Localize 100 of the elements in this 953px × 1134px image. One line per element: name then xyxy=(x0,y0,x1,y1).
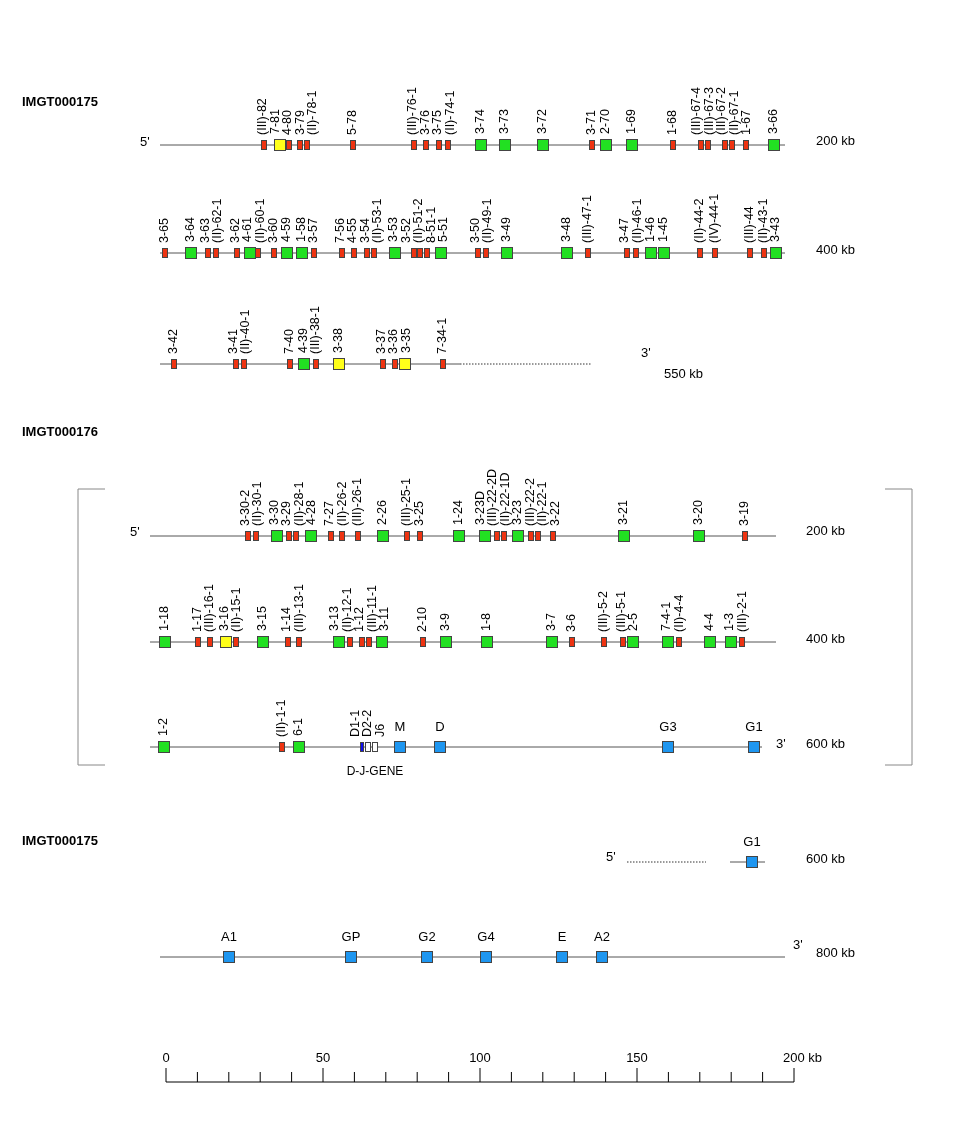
gene-label: 3-15 xyxy=(256,605,269,631)
gene-label: 1-58 xyxy=(294,216,308,242)
map-label: 3' xyxy=(793,937,803,952)
gene-label: 3-30-2 xyxy=(238,489,252,526)
gene-label: 3-23 xyxy=(511,499,524,525)
sequence-id: IMGT000176 xyxy=(22,424,98,439)
gene-label: 3-63 xyxy=(198,217,212,243)
gene-label: 3-41 xyxy=(226,328,240,354)
gene-label: 3-53 xyxy=(387,216,401,242)
gene-label: 1-69 xyxy=(625,108,638,134)
map-label: 200 kb xyxy=(816,133,856,148)
gene-label: (II)-28-1 xyxy=(292,481,306,526)
gene-label: 2-10 xyxy=(416,606,429,632)
gene-label: E xyxy=(557,930,567,944)
gene-label: 3-29 xyxy=(280,500,293,526)
gene-label: 1-2 xyxy=(157,717,170,736)
gene-label: (III)-47-1 xyxy=(581,195,594,243)
gene-label: 3-16 xyxy=(217,605,231,631)
map-label: 200 kb xyxy=(806,523,846,538)
gene-label: (II)-74-1 xyxy=(443,90,457,135)
gene-label: 4-59 xyxy=(280,216,293,242)
gene-label: 3-38 xyxy=(332,327,345,353)
gene-label: 3-30 xyxy=(267,499,281,525)
gene-label: (III)-67-4 xyxy=(690,87,704,135)
map-label: 550 kb xyxy=(664,366,704,381)
gene-label: 3-22 xyxy=(548,500,562,526)
gene-label: 7-56 xyxy=(333,217,347,243)
gene-label: 3-48 xyxy=(560,216,573,242)
sequence-id: IMGT000175 xyxy=(22,94,98,109)
gene-label: (II)-44-2 xyxy=(693,198,706,243)
map-label: 600 kb xyxy=(806,851,846,866)
gene-label: (II)-26-2 xyxy=(335,481,349,526)
gene-label: 4-28 xyxy=(305,499,318,525)
map-label: 400 kb xyxy=(806,631,846,646)
gene-label: 3-6 xyxy=(565,613,578,632)
gene-label: (III)-16-1 xyxy=(203,584,217,632)
gene-label: 2-5 xyxy=(627,612,641,631)
gene-label: (II)-15-1 xyxy=(230,587,244,632)
map-label: 0 xyxy=(162,1050,170,1065)
gene-label: D xyxy=(435,720,445,734)
gene-label: 7-27 xyxy=(323,500,337,526)
gene-label: 1-45 xyxy=(657,216,670,242)
gene-label: 3-19 xyxy=(738,500,751,526)
gene-label: 3-60 xyxy=(267,217,280,243)
gene-label: A2 xyxy=(594,930,610,944)
gene-label: A1 xyxy=(221,930,237,944)
gene-label: 3-20 xyxy=(692,499,705,525)
gene-label: 1-3 xyxy=(723,612,737,631)
gene-label: (II)-40-1 xyxy=(239,309,253,354)
gene-label: (II)-22-1D xyxy=(498,472,512,526)
gene-label: 4-4 xyxy=(703,612,716,631)
gene-label: 3-65 xyxy=(158,217,171,243)
gene-label: (III)-26-1 xyxy=(351,478,364,526)
gene-label: G3 xyxy=(659,720,677,734)
gene-label: (III)-76-1 xyxy=(406,87,419,135)
gene-label: 1-17 xyxy=(190,606,204,632)
gene-label: (II)-51-2 xyxy=(412,198,426,243)
gene-label: GP xyxy=(341,930,361,944)
gene-label: (III)-11-1 xyxy=(365,585,379,632)
gene-label: (III)-5-1 xyxy=(614,591,628,632)
gene-label: (IV)-44-1 xyxy=(708,193,721,243)
gene-label: 5-51 xyxy=(437,216,451,242)
gene-label: (III)-22-2D xyxy=(486,469,499,526)
gene-label: 1-68 xyxy=(666,109,679,135)
map-label: 5' xyxy=(130,524,140,539)
gene-label: (III)-38-1 xyxy=(309,306,323,354)
gene-label: (III)-22-2 xyxy=(523,478,537,526)
gene-label: 1-67 xyxy=(740,109,754,135)
gene-label: 3-75 xyxy=(431,109,444,135)
map-label: 100 xyxy=(469,1050,491,1065)
gene-label: 3-42 xyxy=(167,328,180,354)
gene-label: 3-62 xyxy=(228,217,242,243)
gene-label: 7-34-1 xyxy=(436,317,449,354)
gene-label: 1-14 xyxy=(280,606,294,632)
gene-label: 3-23D xyxy=(473,490,487,525)
gene-label: J6 xyxy=(373,723,387,737)
gene-label: 3-76 xyxy=(418,109,432,135)
gene-label: D2-2 xyxy=(361,709,375,737)
gene-label: (III)-5-2 xyxy=(597,591,610,632)
gene-label: 3-79 xyxy=(293,109,307,135)
gene-label: (II)-30-1 xyxy=(251,481,265,526)
gene-label: 3-7 xyxy=(545,612,558,631)
gene-label: 3-54 xyxy=(358,217,372,243)
gene-label: G2 xyxy=(418,930,436,944)
map-label: 3' xyxy=(776,736,786,751)
gene-label: M xyxy=(394,720,406,734)
sequence-id: IMGT000175 xyxy=(22,833,98,848)
map-label: 200 kb xyxy=(783,1050,823,1065)
map-label: 3' xyxy=(641,345,651,360)
gene-label: 7-81 xyxy=(268,108,282,134)
map-label: 5' xyxy=(606,849,616,864)
gene-label: 3-47 xyxy=(618,217,632,243)
gene-label: (II)-1-1 xyxy=(275,699,288,737)
gene-label: G1 xyxy=(745,720,763,734)
gene-label: (II)-22-1 xyxy=(536,481,549,526)
gene-label: 1-24 xyxy=(452,499,465,525)
map-label: 5' xyxy=(140,134,150,149)
map-label: 150 xyxy=(626,1050,648,1065)
gene-label: 4-39 xyxy=(296,327,310,353)
gene-label: 3-43 xyxy=(769,216,783,242)
